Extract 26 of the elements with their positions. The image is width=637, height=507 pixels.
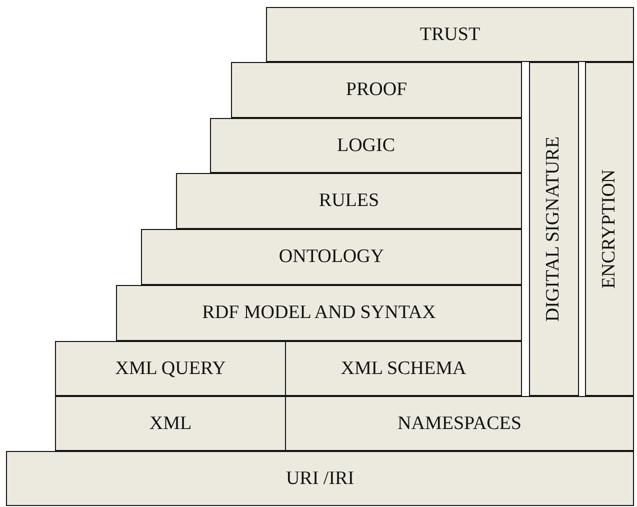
layer-label: XML QUERY (115, 358, 226, 380)
layer-box (210, 118, 522, 173)
layer-label: XML SCHEMA (340, 358, 466, 380)
layer-label: DIGITAL SIGNATURE (543, 136, 565, 322)
layer-label: XML (149, 412, 192, 434)
vertical-layer-box (529, 62, 579, 396)
layer-label: RULES (318, 190, 380, 212)
layer-label: URI /IRI (286, 468, 354, 490)
layer-box (55, 341, 286, 396)
layer-label: RDF MODEL AND SYNTAX (202, 302, 436, 324)
layer-label: NAMESPACES (398, 412, 522, 434)
layer-box (285, 396, 634, 451)
layer-label: TRUST (420, 24, 480, 46)
layer-box (176, 173, 522, 229)
layer-box (141, 229, 522, 285)
layer-box (116, 285, 522, 341)
layer-box (285, 341, 522, 396)
vertical-layer-box (585, 62, 634, 396)
layer-box (6, 451, 634, 506)
layer-label: PROOF (346, 79, 408, 101)
layer-box (231, 62, 522, 118)
layer-label: LOGIC (336, 134, 396, 156)
layer-box (55, 396, 286, 451)
layer-label: ENCRYPTION (598, 169, 620, 289)
layer-label: ONTOLOGY (278, 246, 384, 268)
layer-box (266, 7, 634, 62)
